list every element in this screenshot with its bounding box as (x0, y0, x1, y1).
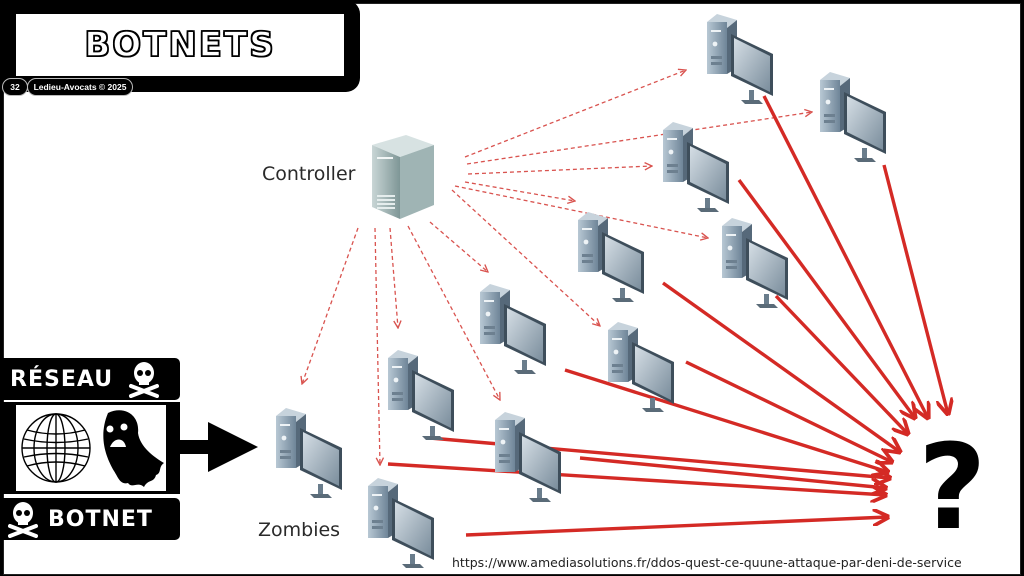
title-box: BOTNETS (16, 14, 344, 76)
zombie-machines (276, 14, 886, 568)
skull-crossbones-icon (129, 362, 160, 398)
zombie-computer-icon (608, 322, 674, 412)
attack-arrow (685, 360, 892, 462)
controller-server-icon (372, 135, 434, 219)
controller-label: Controller (262, 163, 356, 185)
command-arrow (429, 221, 488, 272)
zombie-computer-icon (663, 122, 729, 212)
zombie-computer-icon (707, 14, 773, 104)
zombie-computer-icon (388, 350, 454, 440)
command-arrow (467, 166, 652, 175)
attack-arrow (579, 456, 886, 488)
botnet-banner: BOTNET (0, 498, 180, 540)
skull-crossbones-icon (8, 502, 38, 538)
reseau-label: RÉSEAU (10, 366, 114, 392)
command-arrow (451, 189, 600, 326)
command-arrow (466, 112, 812, 165)
attack-arrow (662, 281, 900, 452)
ghost-icon (103, 410, 164, 487)
zombie-computer-icon (368, 478, 434, 568)
attack-arrow (465, 517, 888, 537)
attack-arrow (737, 178, 915, 418)
attack-arrow (564, 368, 888, 472)
credit-label: Ledieu-Avocats © 2025 (27, 78, 133, 96)
command-arrow (454, 185, 708, 238)
side-panel: RÉSEAU (0, 358, 180, 540)
source-url: https://www.amediasolutions.fr/ddos-ques… (452, 555, 962, 570)
slide-title: BOTNETS (84, 24, 276, 66)
command-arrow (374, 227, 380, 465)
target-question-mark: ? (918, 418, 987, 556)
command-arrow (464, 70, 686, 158)
command-arrow (302, 227, 359, 384)
zombies-label: Zombies (258, 519, 341, 541)
attack-arrow (882, 164, 948, 414)
icon-band (0, 402, 180, 494)
zombie-computer-icon (276, 408, 342, 498)
pointer-arrow-icon (180, 422, 258, 472)
zombie-computer-icon (495, 412, 561, 502)
zombie-computer-icon (578, 212, 644, 302)
botnet-label: BOTNET (48, 506, 153, 532)
page-number: 32 (2, 78, 28, 96)
command-arrows (302, 70, 812, 465)
reseau-banner: RÉSEAU (0, 358, 180, 400)
globe-icon (21, 413, 91, 483)
attack-arrow (762, 95, 928, 418)
title-frame: BOTNETS (0, 0, 360, 92)
attack-arrows (387, 95, 948, 537)
zombie-computer-icon (480, 284, 546, 374)
command-arrow (464, 181, 575, 201)
command-arrow (389, 227, 398, 328)
attack-arrow (774, 294, 908, 434)
command-arrow (407, 225, 500, 400)
zombie-computer-icon (820, 72, 886, 162)
attack-arrow (387, 462, 886, 495)
